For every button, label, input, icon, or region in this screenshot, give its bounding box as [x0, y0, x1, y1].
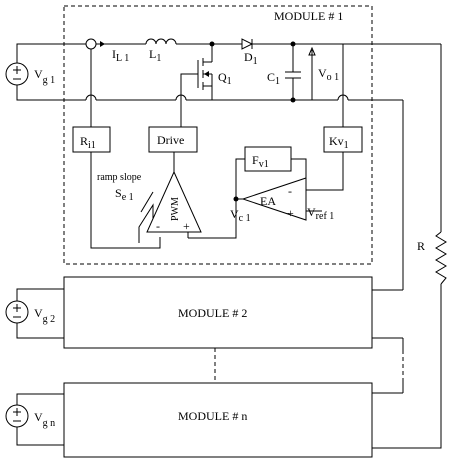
modulen-label: MODULE # n	[178, 409, 247, 423]
vg1-top-wire	[16, 43, 86, 63]
module1-boundary	[63, 5, 373, 265]
mosfet-icon	[180, 44, 213, 100]
kv-label: Kv1	[329, 134, 349, 151]
ea-amplifier	[241, 177, 307, 221]
ri-label: Ri1	[80, 134, 96, 151]
fv-right-wire	[291, 158, 307, 190]
r-label: R	[417, 239, 425, 253]
vref-label: Vref 1	[307, 205, 334, 222]
vg1-label: Vg 1	[34, 67, 55, 86]
module2-label: MODULE # 2	[178, 306, 247, 320]
module2-block	[63, 276, 373, 349]
kv-to-ea-wire	[306, 152, 344, 191]
ea-minus: -	[288, 184, 292, 198]
modulen-block	[63, 382, 373, 458]
pwm-plus: +	[183, 219, 190, 233]
vg2-source	[5, 300, 29, 324]
d-label: D1	[244, 50, 258, 67]
ri-block	[72, 126, 111, 153]
fv-label: Fv1	[252, 153, 269, 170]
vg1-source	[5, 62, 29, 86]
vg2-label: Vg 2	[34, 306, 55, 325]
pwm-label: PWM	[170, 197, 181, 221]
diode-icon	[241, 38, 254, 50]
c-label: C1	[267, 70, 280, 87]
vc-to-pwm-wire	[188, 212, 237, 239]
module1-label: MODULE # 1	[274, 9, 343, 23]
il-label: IL 1	[112, 47, 129, 64]
pwm-minus: -	[156, 219, 160, 233]
vg1-bottom-wire	[16, 85, 84, 101]
vc-label: Vc 1	[230, 207, 251, 224]
ramp-slope-icon	[140, 191, 154, 213]
inductor-icon	[145, 38, 177, 45]
vgn-source	[5, 404, 29, 428]
current-sensor-icon	[85, 38, 97, 50]
fv-left-wire	[235, 158, 245, 199]
ramp-label: ramp slope	[97, 172, 142, 183]
pwm-comparator	[146, 170, 202, 233]
vgn-label: Vg n	[34, 410, 55, 429]
ri-to-pwm-wire	[90, 152, 161, 249]
load-resistor-icon	[435, 231, 447, 285]
vo-label: Vo 1	[318, 66, 339, 83]
q-label: Q1	[218, 70, 232, 87]
wire-crossover-2	[175, 94, 187, 101]
se-label: Se 1	[115, 186, 134, 203]
ramp-sawtooth-icon	[138, 203, 154, 243]
drive-label: Drive	[157, 133, 184, 147]
current-arrow-icon	[100, 41, 105, 47]
drive-block	[148, 126, 198, 153]
kv-block	[323, 126, 363, 153]
ea-label: EA	[260, 194, 276, 208]
l-label: L1	[149, 47, 161, 64]
ea-plus: +	[287, 206, 294, 220]
load-return-wire	[372, 284, 442, 449]
